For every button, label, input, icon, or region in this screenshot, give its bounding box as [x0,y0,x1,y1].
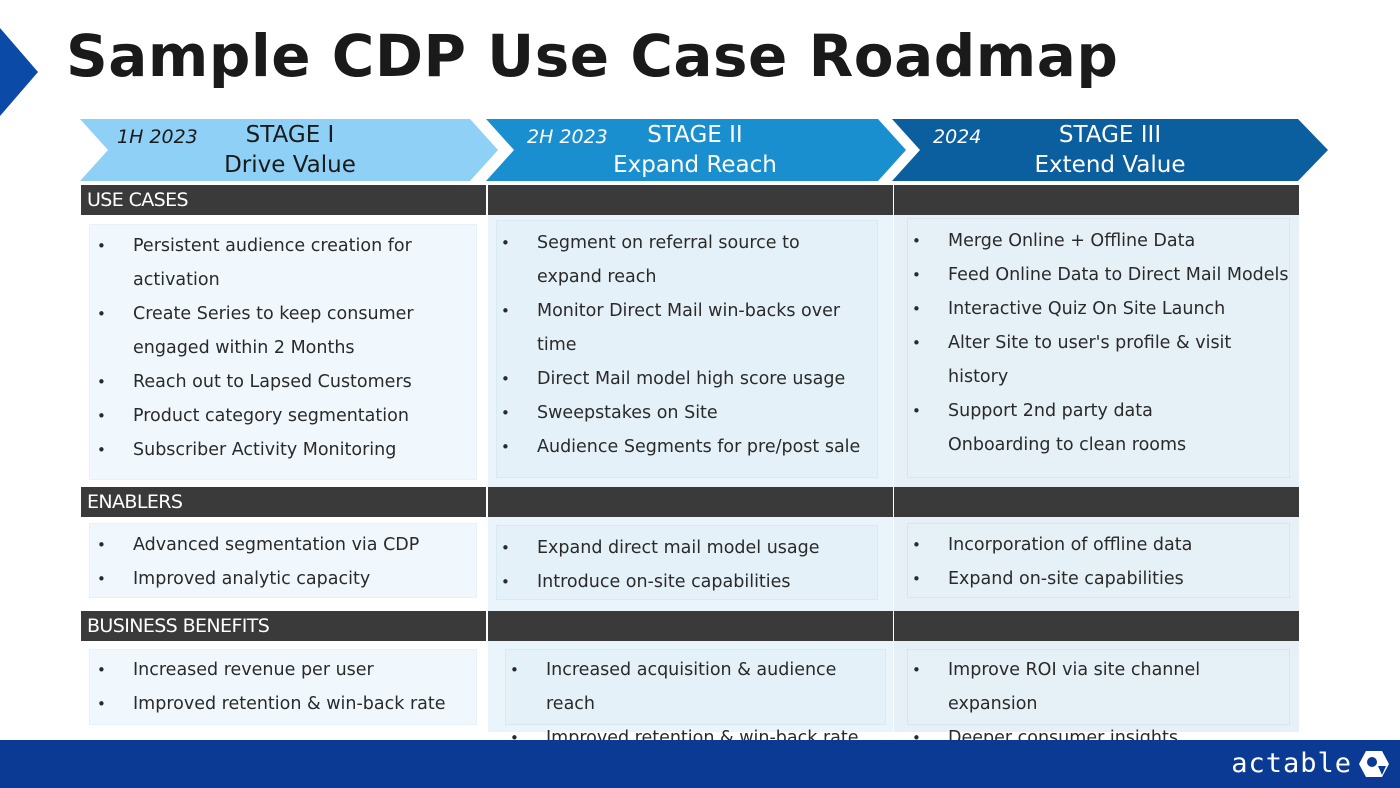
list-item: Create Series to keep consumer engaged w… [97,297,437,365]
list-item: Merge Online + Offline Data [912,224,1292,258]
actable-logo-icon [1359,750,1389,777]
list-item: Expand direct mail model usage [501,531,876,565]
footer-bar: actable [0,740,1400,788]
actable-logo: actable [1231,748,1390,779]
list-item: Improve ROI via site channel expansion [912,653,1287,721]
enablers-header: ENABLERS [81,487,486,517]
stage-3-period: 2024 [933,126,982,148]
use-cases-header-cell-3 [894,185,1299,215]
stage-1-name: STAGE I [245,122,335,148]
stage-3: 2024 STAGE III Extend Value [892,120,1312,182]
stage-3-arrow [892,119,1328,181]
list-item: Subscriber Activity Monitoring [97,433,437,467]
enablers-stage-1-list: Advanced segmentation via CDP Improved a… [97,528,467,596]
enablers-header-cell-3 [894,487,1299,517]
list-item: Support 2nd party data Onboarding to cle… [912,394,1292,462]
business-benefits-header-cell-2 [488,611,893,641]
page-title: Sample CDP Use Case Roadmap [66,22,1119,90]
stage-2-subtitle: Expand Reach [613,152,777,178]
enablers-stage-2-list: Expand direct mail model usage Introduce… [501,531,876,599]
stage-2-arrow [486,119,906,181]
use-cases-stage-2-list: Segment on referral source to expand rea… [501,226,876,464]
stage-1-arrow [80,119,498,181]
business-benefits-stage-1-list: Increased revenue per user Improved rete… [97,653,467,721]
stage-3-subtitle: Extend Value [1034,152,1186,178]
list-item: Product category segmentation [97,399,437,433]
use-cases-stage-1-list: Persistent audience creation for activat… [97,229,437,467]
brand-name: actable [1231,748,1352,779]
stage-1-period: 1H 2023 [117,126,198,148]
stage-chevrons [80,119,1328,181]
business-benefits-header-cell-3 [894,611,1299,641]
stage-3-name: STAGE III [1058,122,1162,148]
enablers-header-cell-2 [488,487,893,517]
business-benefits-header: BUSINESS BENEFITS [81,611,486,641]
corner-chevron-mark [0,28,38,116]
list-item: Segment on referral source to expand rea… [501,226,876,294]
list-item: Incorporation of offline data [912,528,1287,562]
stage-1-subtitle: Drive Value [224,152,356,178]
list-item: Increased acquisition & audience reach [510,653,884,721]
list-item: Sweepstakes on Site [501,396,876,430]
list-item: Monitor Direct Mail win-backs over time [501,294,876,362]
list-item: Advanced segmentation via CDP [97,528,467,562]
list-item: Persistent audience creation for activat… [97,229,437,297]
stage-2: 2H 2023 STAGE II Expand Reach [486,120,896,182]
list-item: Improved retention & win-back rate [97,687,467,721]
use-cases-stage-3-list: Merge Online + Offline Data Feed Online … [912,224,1292,462]
list-item: Introduce on-site capabilities [501,565,876,599]
use-cases-header: USE CASES [81,185,486,215]
stage-1: 1H 2023 STAGE I Drive Value [80,120,490,182]
list-item: Feed Online Data to Direct Mail Models [912,258,1292,292]
list-item: Improved analytic capacity [97,562,467,596]
stage-2-period: 2H 2023 [527,126,608,148]
enablers-stage-3-list: Incorporation of offline data Expand on-… [912,528,1287,596]
list-item: Reach out to Lapsed Customers [97,365,437,399]
list-item: Increased revenue per user [97,653,467,687]
list-item: Alter Site to user's profile & visit his… [912,326,1292,394]
list-item: Audience Segments for pre/post sale [501,430,876,464]
list-item: Interactive Quiz On Site Launch [912,292,1292,326]
list-item: Direct Mail model high score usage [501,362,876,396]
stage-2-name: STAGE II [647,122,743,148]
list-item: Expand on-site capabilities [912,562,1287,596]
use-cases-header-cell-2 [488,185,893,215]
